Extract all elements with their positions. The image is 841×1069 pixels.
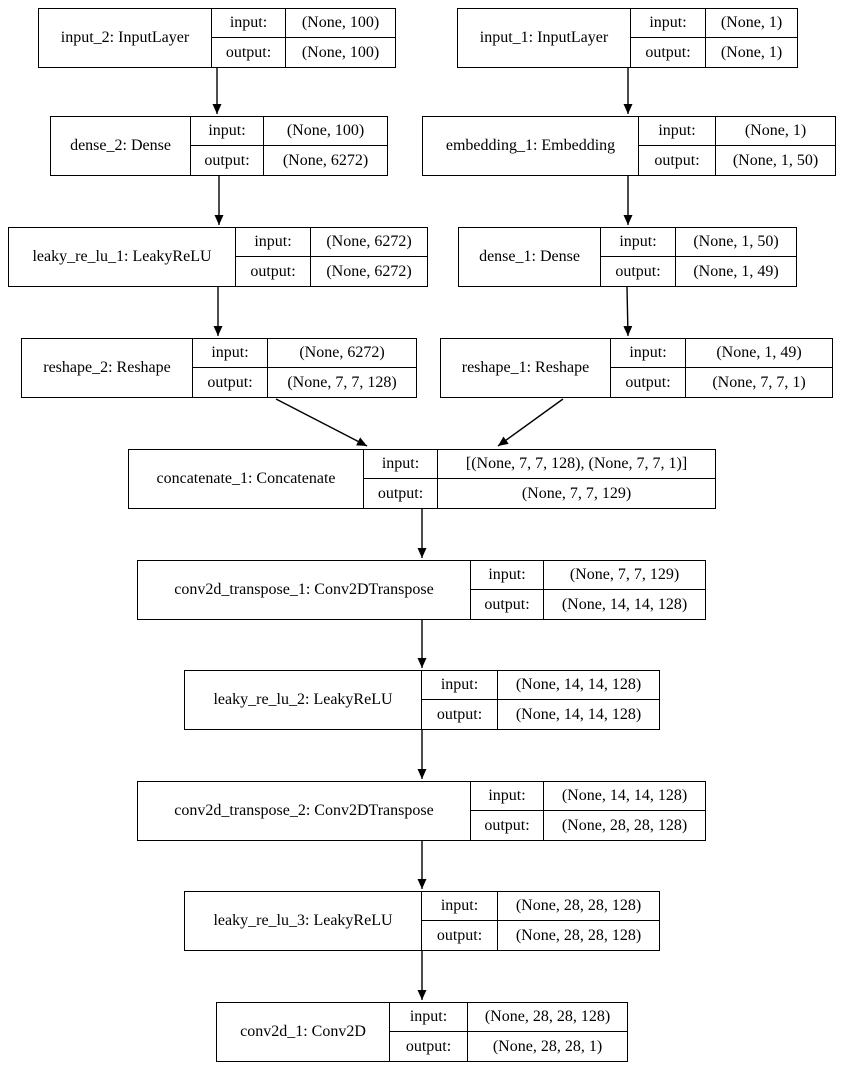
io-shape-input: (None, 1)	[706, 9, 797, 38]
io-row-label-output: output:	[193, 368, 268, 397]
layer-name: concatenate_1: Concatenate	[129, 450, 364, 508]
io-row-label-output: output:	[422, 700, 498, 729]
io-shape-output: (None, 28, 28, 128)	[561, 816, 688, 834]
io-row-label-input: input:	[364, 450, 438, 479]
edge-reshape_1-concatenate_1	[497, 398, 564, 447]
edge-reshape_2-concatenate_1	[275, 398, 368, 447]
io-row-label-output: output:	[236, 257, 311, 286]
io-row-label-output: output:	[611, 368, 686, 397]
layer-node-conv2d_transpose_1: conv2d_transpose_1: Conv2DTranspose inpu…	[137, 560, 706, 620]
io-row-label-output: output:	[601, 257, 676, 286]
layer-name: input_1: InputLayer	[458, 9, 631, 67]
io-shape-output: (None, 14, 14, 128)	[561, 595, 688, 613]
io-row-label-output: output:	[191, 146, 264, 175]
io-row-label-output: output:	[212, 38, 286, 67]
layer-node-leaky_re_lu_2: leaky_re_lu_2: LeakyReLU input: (None, 1…	[184, 670, 660, 730]
layer-node-conv2d_transpose_2: conv2d_transpose_2: Conv2DTranspose inpu…	[137, 781, 706, 841]
io-shape-input: (None, 6272)	[311, 228, 427, 257]
io-shape-output: (None, 14, 14, 128)	[515, 705, 642, 723]
edge-dense_1-reshape_1	[623, 286, 633, 337]
io-shape-input: (None, 28, 28, 128)	[468, 1003, 627, 1032]
io-shape-output: (None, 1, 50)	[732, 151, 819, 169]
io-shape-input: (None, 1, 49)	[686, 339, 832, 368]
io-row-label-output: output:	[390, 1032, 468, 1061]
layer-node-dense_2: dense_2: Dense input: (None, 100) output…	[50, 116, 388, 176]
io-shape-output: (None, 6272)	[282, 151, 369, 169]
layer-name: leaky_re_lu_1: LeakyReLU	[9, 228, 236, 286]
io-shape-input: (None, 100)	[286, 9, 395, 38]
io-shape-output: (None, 1, 49)	[693, 262, 779, 280]
io-shape-output: (None, 28, 28, 128)	[515, 926, 642, 944]
io-row-label-input: input:	[601, 228, 676, 257]
layer-name: dense_1: Dense	[459, 228, 601, 286]
layer-name: conv2d_transpose_1: Conv2DTranspose	[138, 561, 471, 619]
layer-node-conv2d_1: conv2d_1: Conv2D input: (None, 28, 28, 1…	[216, 1002, 628, 1062]
layer-node-dense_1: dense_1: Dense input: (None, 1, 50) outp…	[458, 227, 797, 287]
layer-name: embedding_1: Embedding	[423, 117, 639, 175]
io-shape-output: (None, 28, 28, 1)	[492, 1037, 603, 1055]
io-row-label-input: input:	[471, 561, 544, 590]
io-shape-output: (None, 7, 7, 129)	[521, 484, 632, 502]
io-row-label-input: input:	[611, 339, 686, 368]
io-row-label-input: input:	[236, 228, 311, 257]
layer-name: leaky_re_lu_3: LeakyReLU	[185, 892, 422, 950]
io-row-label-input: input:	[422, 892, 498, 921]
layer-node-reshape_2: reshape_2: Reshape input: (None, 6272) o…	[21, 338, 417, 398]
io-shape-input: (None, 14, 14, 128)	[544, 782, 705, 811]
layer-node-embedding_1: embedding_1: Embedding input: (None, 1) …	[422, 116, 836, 176]
io-row-label-input: input:	[422, 671, 498, 700]
io-shape-output: (None, 7, 7, 1)	[712, 373, 806, 391]
io-row-label-output: output:	[631, 38, 706, 67]
io-shape-output: (None, 7, 7, 128)	[287, 373, 397, 391]
io-shape-input: [(None, 7, 7, 128), (None, 7, 7, 1)]	[438, 450, 715, 479]
layer-node-input_2: input_2: InputLayer input: (None, 100) o…	[38, 8, 396, 68]
io-row-label-output: output:	[471, 590, 544, 619]
io-row-label-input: input:	[193, 339, 268, 368]
layer-name: conv2d_1: Conv2D	[217, 1003, 390, 1061]
io-shape-input: (None, 1, 50)	[676, 228, 796, 257]
io-row-label-input: input:	[212, 9, 286, 38]
io-row-label-output: output:	[364, 479, 438, 508]
io-shape-input: (None, 1)	[716, 117, 835, 146]
io-shape-input: (None, 6272)	[268, 339, 416, 368]
layer-name: leaky_re_lu_2: LeakyReLU	[185, 671, 422, 729]
layer-name: reshape_2: Reshape	[22, 339, 193, 397]
layer-name: dense_2: Dense	[51, 117, 191, 175]
io-row-label-output: output:	[471, 811, 544, 840]
io-row-label-output: output:	[639, 146, 716, 175]
layer-name: input_2: InputLayer	[39, 9, 212, 67]
io-row-label-input: input:	[639, 117, 716, 146]
io-shape-input: (None, 14, 14, 128)	[498, 671, 659, 700]
io-shape-input: (None, 100)	[264, 117, 387, 146]
io-row-label-input: input:	[471, 782, 544, 811]
layer-name: reshape_1: Reshape	[441, 339, 611, 397]
io-row-label-input: input:	[631, 9, 706, 38]
io-shape-output: (None, 1)	[720, 43, 783, 61]
io-shape-input: (None, 7, 7, 129)	[544, 561, 705, 590]
io-row-label-output: output:	[422, 921, 498, 950]
io-shape-output: (None, 6272)	[326, 262, 412, 280]
layer-node-concatenate_1: concatenate_1: Concatenate input: [(None…	[128, 449, 716, 509]
layer-node-reshape_1: reshape_1: Reshape input: (None, 1, 49) …	[440, 338, 833, 398]
io-shape-input: (None, 28, 28, 128)	[498, 892, 659, 921]
layer-node-leaky_re_lu_1: leaky_re_lu_1: LeakyReLU input: (None, 6…	[8, 227, 428, 287]
layer-name: conv2d_transpose_2: Conv2DTranspose	[138, 782, 471, 840]
io-row-label-input: input:	[390, 1003, 468, 1032]
layer-node-input_1: input_1: InputLayer input: (None, 1) out…	[457, 8, 798, 68]
layer-node-leaky_re_lu_3: leaky_re_lu_3: LeakyReLU input: (None, 2…	[184, 891, 660, 951]
io-row-label-input: input:	[191, 117, 264, 146]
io-shape-output: (None, 100)	[301, 43, 380, 61]
